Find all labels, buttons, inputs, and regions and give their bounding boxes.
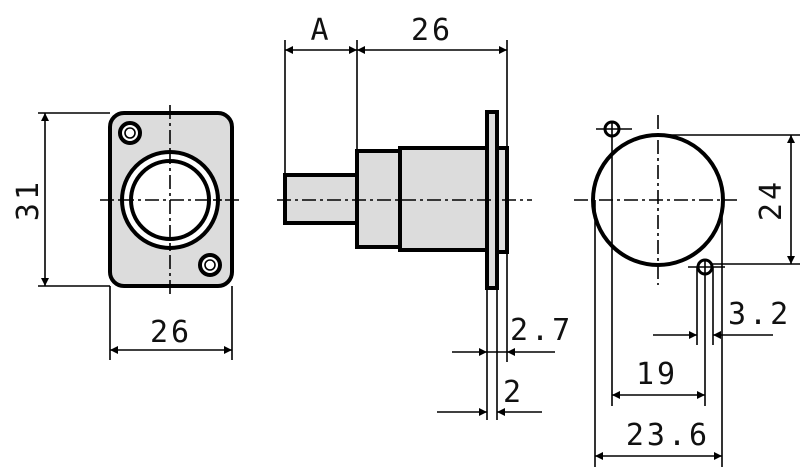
dim-label-26-side: 26 — [411, 13, 453, 48]
shaft — [283, 173, 359, 225]
dim-label-31: 31 — [11, 179, 46, 221]
dim-label-24: 24 — [754, 179, 789, 221]
dim-label-2-7: 2.7 — [510, 313, 573, 348]
mounting-hole-bottom-inner — [204, 259, 216, 271]
front-view: 31 26 — [11, 105, 242, 360]
dim-label-26-front: 26 — [150, 315, 192, 350]
side-view: A 26 2.7 2 — [277, 13, 573, 420]
body-front — [355, 149, 402, 249]
body-main — [398, 146, 489, 252]
mounting-hole-top-inner — [124, 127, 136, 139]
dim-label-3-2: 3.2 — [728, 297, 791, 332]
dim-label-A: A — [310, 13, 331, 48]
dim-label-23-6: 23.6 — [626, 418, 710, 453]
dim-label-19: 19 — [636, 357, 678, 392]
rear-view: 24 3.2 19 23.6 — [574, 115, 800, 467]
dim-label-2: 2 — [503, 375, 524, 410]
